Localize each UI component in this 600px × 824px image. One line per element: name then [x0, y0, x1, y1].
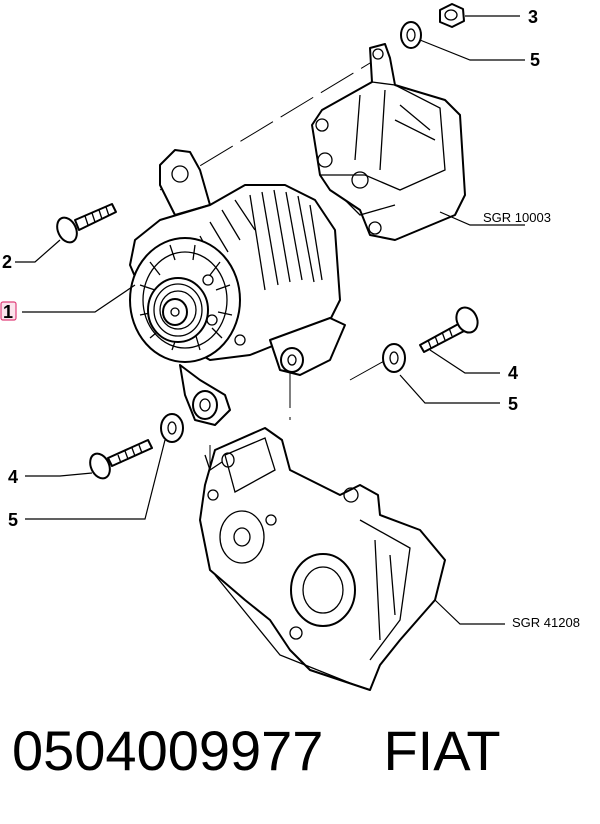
nut-part-3 [439, 3, 465, 28]
washer-part-5-left [160, 413, 184, 443]
callout-1: 1 [3, 302, 13, 322]
washer-part-5-top [400, 21, 422, 49]
lower-bracket-sgr-41208 [199, 427, 446, 691]
callout-sgr-41208: SGR 41208 [512, 615, 580, 630]
leader-lines [15, 15, 525, 625]
callout-2: 2 [2, 252, 12, 272]
footer-caption: 0504009977 FIAT [12, 718, 501, 783]
alternator-part-1 [129, 149, 346, 426]
callout-5-left: 5 [8, 510, 18, 530]
washer-part-5-right [382, 343, 406, 373]
callout-4-left: 4 [8, 467, 18, 487]
callout-4-right: 4 [508, 363, 518, 383]
part-1-highlight-box [0, 301, 17, 321]
upper-bracket-sgr-10003 [311, 43, 466, 241]
callout-5-top: 5 [530, 50, 540, 70]
bolt-part-2 [56, 203, 117, 244]
callout-5-right: 5 [508, 394, 518, 414]
bolt-part-4-right [419, 306, 479, 353]
bolt-part-4-left [89, 439, 153, 480]
callout-sgr-10003: SGR 10003 [483, 210, 551, 225]
brand-name: FIAT [383, 719, 501, 782]
part-number: 0504009977 [12, 719, 324, 782]
callout-3: 3 [528, 7, 538, 27]
